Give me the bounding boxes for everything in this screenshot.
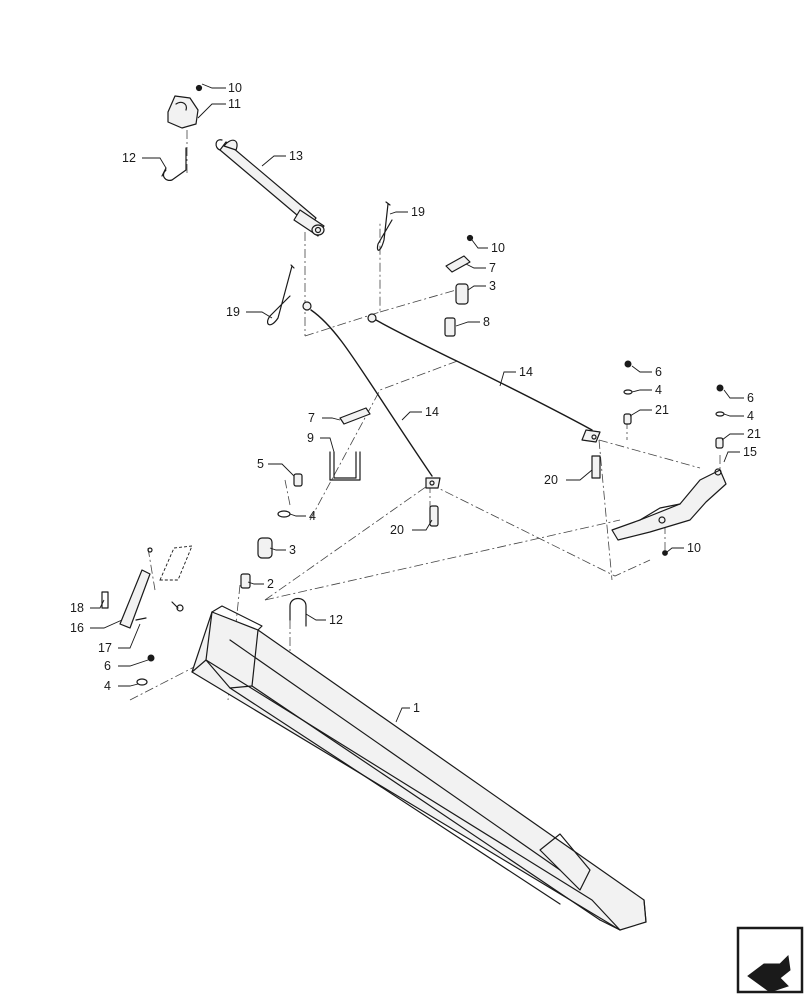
callout-13: 13: [289, 149, 303, 163]
hitch-pin-19-right: [376, 201, 393, 251]
cable-14-upper: [367, 313, 601, 443]
gas-spring-13: [215, 139, 325, 237]
callout-11: 11: [228, 97, 241, 111]
callout-19-right: 19: [411, 205, 425, 219]
stack-right-upper: [444, 234, 474, 337]
callout-16: 16: [70, 621, 84, 635]
bracket-11: [167, 84, 203, 129]
callout-20-right: 20: [544, 473, 558, 487]
u-bolt-9: [329, 451, 361, 481]
callout-3-right: 3: [489, 279, 496, 293]
callout-10-right: 10: [491, 241, 505, 255]
callout-3-left: 3: [289, 543, 296, 557]
pad-17: [135, 545, 193, 621]
callout-14-lower: 14: [425, 405, 439, 419]
u-bolt-12-top: [161, 147, 187, 181]
callout-7-mid: 7: [308, 411, 315, 425]
callout-20-mid: 20: [390, 523, 404, 537]
callout-12-top: 12: [122, 151, 136, 165]
cable-14-lower: [302, 301, 441, 489]
callout-10-bracket: 10: [687, 541, 701, 555]
callout-labels: 10 11 12 13 19 10 7 3 19 8 14 6 4 6 4 21…: [70, 81, 761, 715]
callout-10-top: 10: [228, 81, 242, 95]
callout-6-a: 6: [655, 365, 662, 379]
plate-7-mid: [339, 407, 371, 425]
callout-8: 8: [483, 315, 490, 329]
callout-19-left: 19: [226, 305, 240, 319]
boom-frame-1: [191, 605, 647, 931]
assembly-phantom-lines: [129, 130, 721, 701]
callout-4-a: 4: [655, 383, 662, 397]
callout-7-right: 7: [489, 261, 496, 275]
callout-18: 18: [70, 601, 84, 615]
fastener-stack-b: [715, 384, 725, 449]
callout-21-b: 21: [747, 427, 761, 441]
stack-left: [240, 473, 439, 589]
fastener-stack-a: [591, 360, 633, 479]
callout-1: 1: [413, 701, 420, 715]
callout-14-upper: 14: [519, 365, 533, 379]
u-bolt-12-lower: [289, 597, 307, 627]
nut-6-washer-4-left: [136, 654, 155, 686]
callout-leaders: [90, 83, 744, 723]
callout-5: 5: [257, 457, 264, 471]
foot-16: [101, 547, 153, 629]
callout-9: 9: [307, 431, 314, 445]
arrow-page-icon[interactable]: [736, 926, 804, 994]
callout-6-b: 6: [747, 391, 754, 405]
callout-4-mid: 4: [309, 509, 316, 523]
callout-2: 2: [267, 577, 274, 591]
callout-4-b: 4: [747, 409, 754, 423]
callout-21-a: 21: [655, 403, 669, 417]
callout-17: 17: [98, 641, 112, 655]
callout-12-lower: 12: [329, 613, 343, 627]
bracket-15: [611, 468, 727, 556]
callout-15: 15: [743, 445, 757, 459]
callout-4-left: 4: [104, 679, 111, 693]
callout-6-left: 6: [104, 659, 111, 673]
hitch-pin-19-left: [266, 264, 295, 326]
